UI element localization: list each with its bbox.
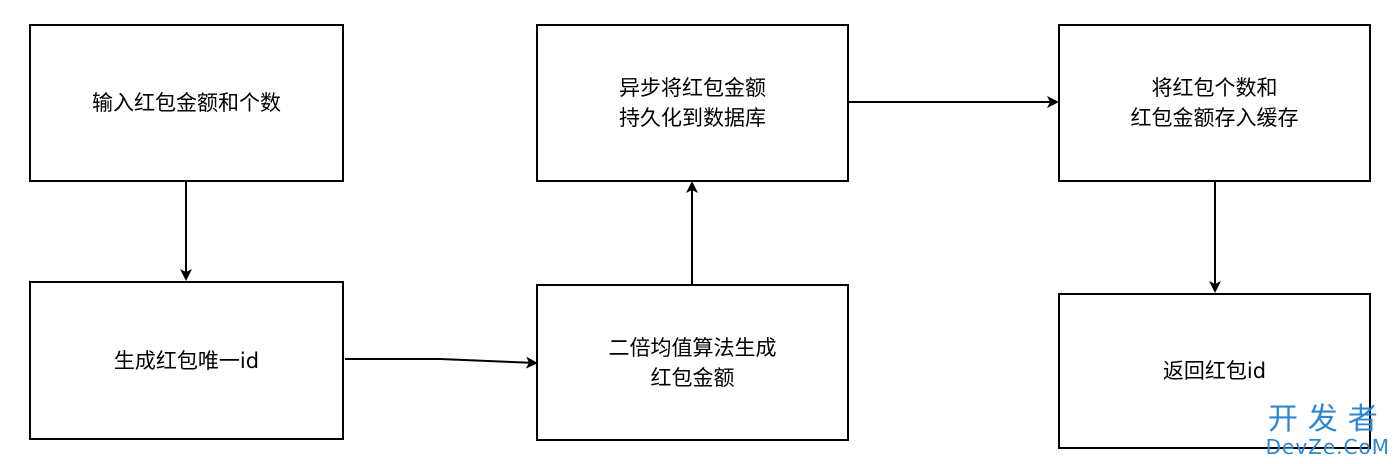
node-calc-amount-line-1: 二倍均值算法生成 [608,335,777,360]
node-persist-db-line-1: 异步将红包金额 [619,76,766,100]
node-persist-db-line-2: 持久化到数据库 [619,106,766,130]
node-cache-line-1: 将红包个数和 [1151,76,1278,100]
node-return-id-line-1: 返回红包id [1162,359,1267,383]
node-cache-line-2: 红包金额存入缓存 [1130,106,1299,130]
node-generate-id: 生成红包唯一id [29,281,344,440]
node-return-id: 返回红包id [1058,293,1371,449]
node-input: 输入红包金额和个数 [29,24,344,182]
node-persist-db: 异步将红包金额 持久化到数据库 [536,24,849,182]
edge-generate-id-to-calc-amount [345,356,538,369]
node-cache: 将红包个数和 红包金额存入缓存 [1058,24,1371,182]
watermark-chinese: 开发者 [1267,402,1388,437]
watermark-logo: 开发者 DevZe.CoM [1265,402,1390,459]
node-generate-id-line-1: 生成红包唯一id [113,348,260,373]
watermark-english: DevZe.CoM [1265,435,1390,459]
node-calc-amount: 二倍均值算法生成 红包金额 [536,284,849,441]
node-input-line-1: 输入红包金额和个数 [92,91,281,115]
node-calc-amount-line-2: 红包金额 [650,365,735,390]
